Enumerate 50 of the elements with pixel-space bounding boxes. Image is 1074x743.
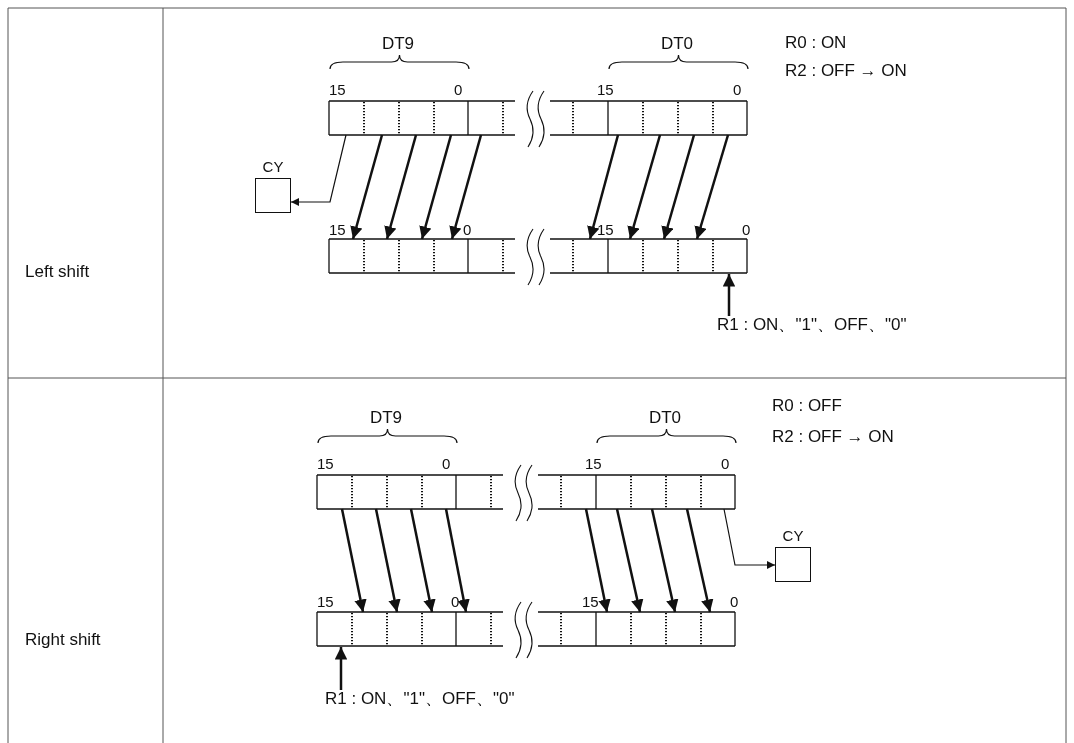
condition-text: R0 : OFF: [772, 397, 842, 415]
register-name: DT0: [660, 35, 694, 53]
bit-number: 0: [721, 456, 730, 472]
flag-name: CY: [781, 528, 805, 544]
arrow: [419, 134, 453, 240]
arrow: [340, 508, 367, 613]
bit-number: 0: [742, 222, 751, 238]
row-label: Right shift: [25, 631, 101, 649]
bit-number: 15: [329, 82, 346, 98]
register-name: DT0: [648, 409, 682, 427]
arrow: [350, 134, 384, 240]
arrow: [661, 134, 696, 240]
arrow: [290, 134, 347, 206]
flag-name: CY: [261, 159, 285, 175]
arrow: [723, 508, 776, 569]
arrow: [694, 134, 730, 240]
arrow: [650, 508, 679, 613]
bit-number: 15: [585, 456, 602, 472]
bit-number: 0: [442, 456, 451, 472]
register-name: DT9: [369, 409, 403, 427]
register-name: DT9: [381, 35, 415, 53]
arrow: [384, 134, 418, 240]
arrow: [449, 134, 483, 240]
bit-number: 0: [733, 82, 742, 98]
input-condition-text: R1 : ON、"1"、OFF、"0": [325, 689, 515, 708]
bit-number: 0: [730, 594, 739, 610]
row-label: Left shift: [25, 263, 90, 281]
arrow: [615, 508, 644, 613]
arrow: [334, 647, 348, 690]
arrow: [587, 134, 620, 240]
bit-number: 0: [454, 82, 463, 98]
arrow: [627, 134, 662, 240]
bit-number: 0: [463, 222, 472, 238]
arrow: [685, 508, 714, 613]
input-condition-text: R1 : ON、"1"、OFF、"0": [717, 315, 907, 334]
bit-number: 15: [582, 594, 599, 610]
arrow: [409, 508, 436, 613]
bit-number: 15: [317, 456, 334, 472]
condition-text: R0 : ON: [785, 34, 847, 52]
bit-number: 15: [329, 222, 346, 238]
condition-text: R2 : OFF → ON: [772, 428, 894, 446]
arrow: [584, 508, 611, 613]
bit-number: 15: [597, 222, 614, 238]
bit-number: 15: [317, 594, 334, 610]
bit-number: 15: [597, 82, 614, 98]
bit-number: 0: [451, 594, 460, 610]
arrow: [722, 274, 736, 316]
arrow: [374, 508, 401, 613]
arrow: [444, 508, 470, 613]
condition-text: R2 : OFF → ON: [785, 62, 907, 80]
